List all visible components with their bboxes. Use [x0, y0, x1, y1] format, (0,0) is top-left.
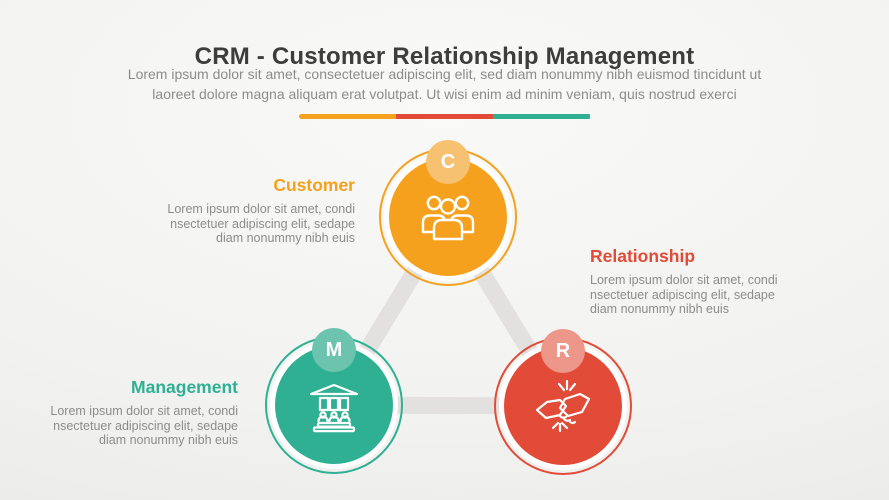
customer-text-block: Customer Lorem ipsum dolor sit amet, con… [145, 175, 355, 246]
customer-badge-letter: C [440, 150, 456, 173]
management-text-block: Management Lorem ipsum dolor sit amet, c… [28, 377, 238, 448]
management-body-line: nsectetuer adipiscing elit, sedape [53, 418, 238, 433]
section-divider [298, 114, 591, 119]
page-title: CRM - Customer Relationship Management [194, 43, 695, 71]
people-group-icon [421, 195, 475, 241]
relationship-badge-letter: R [555, 339, 571, 362]
handshake-icon [535, 379, 591, 433]
management-body: Lorem ipsum dolor sit amet, condi nsecte… [28, 404, 238, 448]
subtitle-line-2: laoreet dolore magna aliquam erat volutp… [152, 86, 737, 102]
node-customer: C [379, 140, 517, 286]
divider-segment-teal [493, 114, 591, 119]
relationship-label: Relationship [590, 246, 696, 266]
customer-body: Lorem ipsum dolor sit amet, condi nsecte… [145, 202, 355, 246]
customer-body-line: Lorem ipsum dolor sit amet, condi [167, 202, 355, 216]
node-management: M [265, 328, 403, 474]
divider-segment-red [395, 114, 494, 119]
relationship-body-line: nsectetuer adipiscing elit, sedape [590, 287, 775, 302]
relationship-badge: R [541, 329, 585, 373]
management-badge-letter: M [325, 338, 343, 361]
bank-building-icon [309, 383, 359, 433]
customer-body-line: diam nonummy nibh euis [216, 231, 355, 245]
node-relationship: R [494, 329, 632, 475]
management-label: Management [131, 377, 238, 397]
management-badge: M [312, 328, 356, 372]
divider-segment-orange [298, 114, 396, 119]
relationship-text-block: Relationship Lorem ipsum dolor sit amet,… [590, 246, 820, 317]
relationship-body-line: diam nonummy nibh euis [590, 302, 729, 316]
customer-label: Customer [273, 175, 355, 195]
management-body-line: diam nonummy nibh euis [99, 433, 238, 447]
management-body-line: Lorem ipsum dolor sit amet, condi [50, 404, 238, 418]
subtitle: Lorem ipsum dolor sit amet, consectetuer… [0, 64, 889, 104]
relationship-body-line: Lorem ipsum dolor sit amet, condi [590, 273, 778, 287]
subtitle-line-1: Lorem ipsum dolor sit amet, consectetuer… [127, 66, 762, 82]
customer-body-line: nsectetuer adipiscing elit, sedape [170, 216, 355, 231]
customer-badge: C [426, 140, 470, 184]
relationship-body: Lorem ipsum dolor sit amet, condi nsecte… [590, 273, 820, 317]
